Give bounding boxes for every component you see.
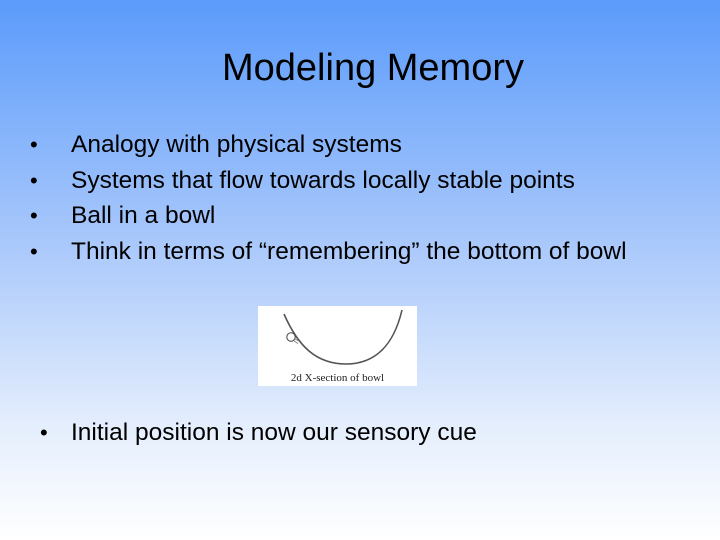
bullet-text: Initial position is now our sensory cue bbox=[71, 419, 477, 446]
bowl-cross-section-icon bbox=[283, 309, 403, 365]
bullet-item: • Think in terms of “remembering” the bo… bbox=[0, 234, 720, 270]
bullet-dot-icon: • bbox=[30, 132, 38, 157]
bullet-item: • Ball in a bowl bbox=[0, 198, 720, 234]
bullet-item: • Initial position is now our sensory cu… bbox=[0, 415, 720, 451]
bullet-dot-icon: • bbox=[30, 238, 38, 264]
bullet-text: Ball in a bowl bbox=[71, 202, 216, 229]
motion-line bbox=[293, 340, 299, 344]
figure-caption: 2d X-section of bowl bbox=[290, 372, 385, 384]
slide-title: Modeling Memory bbox=[222, 47, 524, 89]
bullet-dot-icon: • bbox=[30, 167, 38, 193]
motion-line bbox=[294, 338, 300, 342]
bowl-curve bbox=[283, 309, 403, 365]
bullet-item: • Systems that flow towards locally stab… bbox=[0, 163, 720, 199]
bullet-text: Analogy with physical systems bbox=[71, 131, 402, 158]
bullet-text: Think in terms of “remembering” the bott… bbox=[71, 237, 627, 265]
bullet-list: • Analogy with physical systems • System… bbox=[0, 127, 720, 269]
bullet-dot-icon: • bbox=[40, 420, 48, 445]
bullet-item: • Analogy with physical systems bbox=[0, 127, 720, 163]
bullet-text: Systems that flow towards locally stable… bbox=[71, 166, 575, 194]
bullet-dot-icon: • bbox=[30, 203, 38, 228]
bowl-figure: 2d X-section of bowl bbox=[258, 306, 417, 386]
ball-icon bbox=[286, 332, 296, 342]
